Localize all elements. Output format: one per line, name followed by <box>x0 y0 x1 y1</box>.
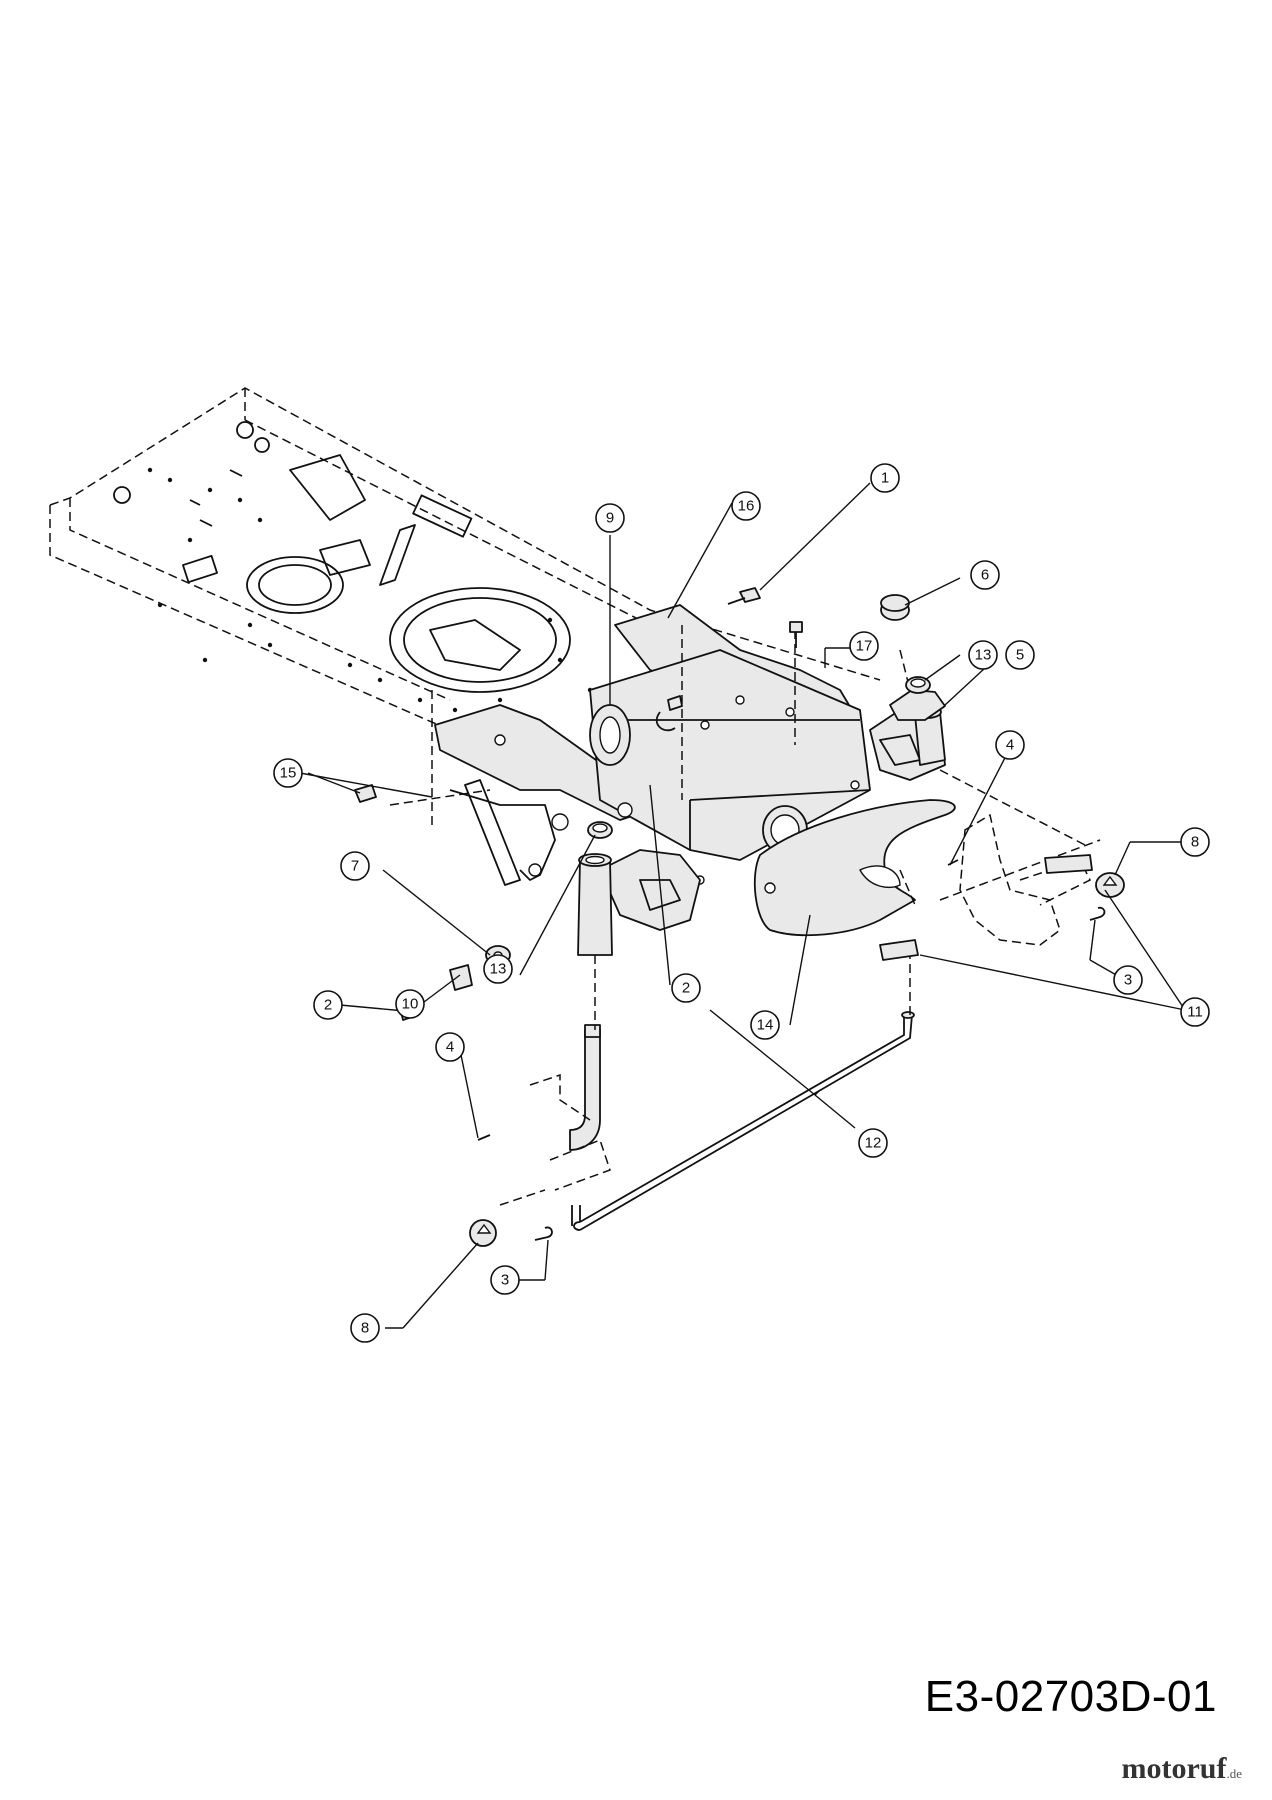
callout-label: 16 <box>738 498 755 515</box>
watermark-logo: motoruf.de <box>1121 1752 1242 1786</box>
callout-5[interactable]: 5 <box>1005 640 1035 670</box>
callout-13-left[interactable]: 13 <box>483 954 513 984</box>
callouts: 1 2 2 3 3 4 4 5 6 7 8 8 9 10 11 12 13 13… <box>273 463 1210 1343</box>
callout-13-right[interactable]: 13 <box>968 640 998 670</box>
leader-lines <box>299 482 1190 1329</box>
frame-holes <box>147 467 593 713</box>
callout-label: 5 <box>1016 647 1024 664</box>
callout-10[interactable]: 10 <box>395 989 425 1019</box>
callout-label: 7 <box>351 858 359 875</box>
callout-label: 8 <box>1191 834 1199 851</box>
callout-17[interactable]: 17 <box>849 631 879 661</box>
callout-8-right[interactable]: 8 <box>1180 827 1210 857</box>
callout-3-left[interactable]: 3 <box>490 1265 520 1295</box>
callout-label: 2 <box>324 997 332 1014</box>
callout-label: 11 <box>1187 1004 1203 1021</box>
callout-label: 3 <box>501 1272 509 1289</box>
steering-arm <box>753 799 956 937</box>
assembly-lines <box>389 625 1101 1206</box>
callout-3-right[interactable]: 3 <box>1113 965 1143 995</box>
callout-4-left[interactable]: 4 <box>435 1032 465 1062</box>
hardware <box>354 587 1125 1247</box>
callout-label: 2 <box>682 980 690 997</box>
callout-8-left[interactable]: 8 <box>350 1313 380 1343</box>
callout-11[interactable]: 11 <box>1180 997 1210 1027</box>
callout-label: 3 <box>1124 972 1132 989</box>
callout-14[interactable]: 14 <box>750 1010 780 1040</box>
callout-label: 4 <box>1006 737 1014 754</box>
callout-label: 14 <box>757 1017 774 1034</box>
callout-6[interactable]: 6 <box>970 560 1000 590</box>
diagram-code: E3-02703D-01 <box>924 1672 1217 1721</box>
callout-label: 10 <box>402 996 419 1013</box>
callout-4-right[interactable]: 4 <box>995 730 1025 760</box>
spindle-right <box>889 689 946 766</box>
callout-label: 15 <box>280 765 297 782</box>
callout-2-center[interactable]: 2 <box>671 973 701 1003</box>
callout-label: 9 <box>606 510 614 527</box>
callout-label: 6 <box>981 567 989 584</box>
spindle-pin-lower <box>529 1024 611 1191</box>
callout-label: 17 <box>856 638 873 655</box>
callout-15[interactable]: 15 <box>273 758 303 788</box>
watermark-name: motoruf <box>1121 1752 1227 1785</box>
callout-label: 1 <box>881 470 889 487</box>
spindle-right-dashed <box>959 813 1092 946</box>
watermark-tld: .de <box>1226 1766 1242 1781</box>
callout-label: 13 <box>975 647 992 664</box>
callout-2-left[interactable]: 2 <box>313 990 343 1020</box>
callout-label: 13 <box>490 961 507 978</box>
callout-16[interactable]: 16 <box>731 491 761 521</box>
callout-label: 4 <box>446 1039 454 1056</box>
callout-9[interactable]: 9 <box>595 503 625 533</box>
chassis-frame <box>49 387 881 801</box>
callout-label: 8 <box>361 1320 369 1337</box>
callout-7[interactable]: 7 <box>340 851 370 881</box>
spindle-left <box>577 853 613 956</box>
tie-rod <box>571 1011 915 1231</box>
callout-label: 12 <box>865 1135 882 1152</box>
callout-12[interactable]: 12 <box>858 1128 888 1158</box>
callout-1[interactable]: 1 <box>870 463 900 493</box>
